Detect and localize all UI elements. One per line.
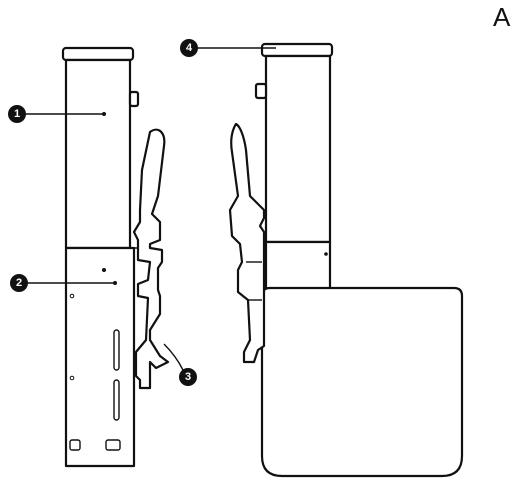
left-device — [61, 46, 170, 468]
right-upper-body — [264, 54, 332, 244]
callout-3-number: 3 — [185, 371, 191, 383]
left-lower-body — [64, 246, 136, 468]
right-device — [228, 42, 464, 478]
right-container — [260, 286, 464, 478]
callout-2: 2 — [10, 274, 117, 292]
callout-1-badge — [8, 105, 26, 123]
callout-2-number: 2 — [16, 277, 22, 289]
callout-1: 1 — [8, 105, 106, 123]
callout-4-number: 4 — [186, 42, 193, 54]
right-mid-body — [264, 240, 332, 292]
left-top-cap — [61, 46, 135, 62]
left-upper-body — [64, 58, 132, 250]
callout-4-badge — [180, 39, 198, 57]
right-side-knob — [254, 82, 268, 100]
callout-3-badge — [179, 368, 197, 386]
right-clamp — [228, 122, 266, 364]
callout-1-number: 1 — [14, 108, 20, 120]
left-side-knob — [128, 90, 140, 108]
figure-label: A — [493, 2, 511, 32]
callout-3: 3 — [163, 343, 197, 386]
callout-4: 4 — [180, 39, 276, 57]
left-clamp — [132, 128, 170, 390]
right-top-cap — [260, 42, 334, 58]
callout-2-badge — [10, 274, 28, 292]
